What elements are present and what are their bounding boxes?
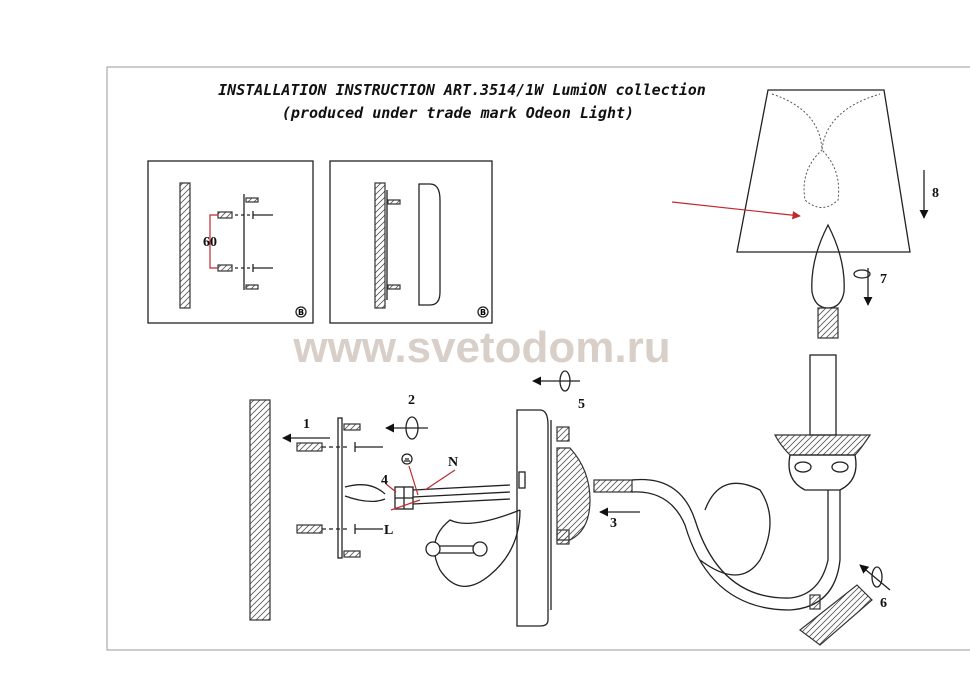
ground-icon bbox=[401, 453, 413, 465]
inset-badge: B bbox=[298, 308, 304, 317]
step-6-label: 6 bbox=[880, 596, 887, 611]
step-1-label: 1 bbox=[303, 417, 310, 432]
terminal-block: 4 N L bbox=[344, 453, 511, 538]
live-wire-label: L bbox=[384, 523, 393, 538]
mounting-plate bbox=[296, 417, 383, 559]
lampshade: 8 bbox=[671, 89, 939, 253]
inset-mounting-plate: 60 B bbox=[147, 160, 314, 324]
inset-badge: B bbox=[480, 308, 486, 317]
step-7-label: 7 bbox=[880, 272, 887, 287]
candle-holder bbox=[774, 354, 872, 491]
inset-mounted-cover: B bbox=[329, 160, 493, 324]
wall bbox=[249, 399, 271, 621]
bottom-finial: 6 bbox=[799, 564, 891, 646]
title-line-1: INSTALLATION INSTRUCTION ART.3514/1W Lum… bbox=[218, 81, 706, 99]
candle-bulb: 7 bbox=[811, 223, 887, 339]
step-8-label: 8 bbox=[932, 186, 939, 201]
watermark: www.svetodom.ru bbox=[292, 323, 670, 372]
neutral-wire-label: N bbox=[448, 455, 458, 470]
canopy bbox=[516, 409, 591, 627]
title-line-2: (produced under trade mark Odeon Light) bbox=[282, 104, 634, 122]
lamp-arm: 3 bbox=[593, 478, 841, 611]
step-2-label: 2 bbox=[408, 393, 415, 408]
page-frame bbox=[106, 66, 970, 651]
dimension-label: 60 bbox=[203, 235, 217, 250]
step-5-label: 5 bbox=[578, 397, 585, 412]
step-3-label: 3 bbox=[610, 516, 617, 531]
step-4-label: 4 bbox=[381, 473, 388, 488]
wrench-callout bbox=[425, 509, 521, 588]
